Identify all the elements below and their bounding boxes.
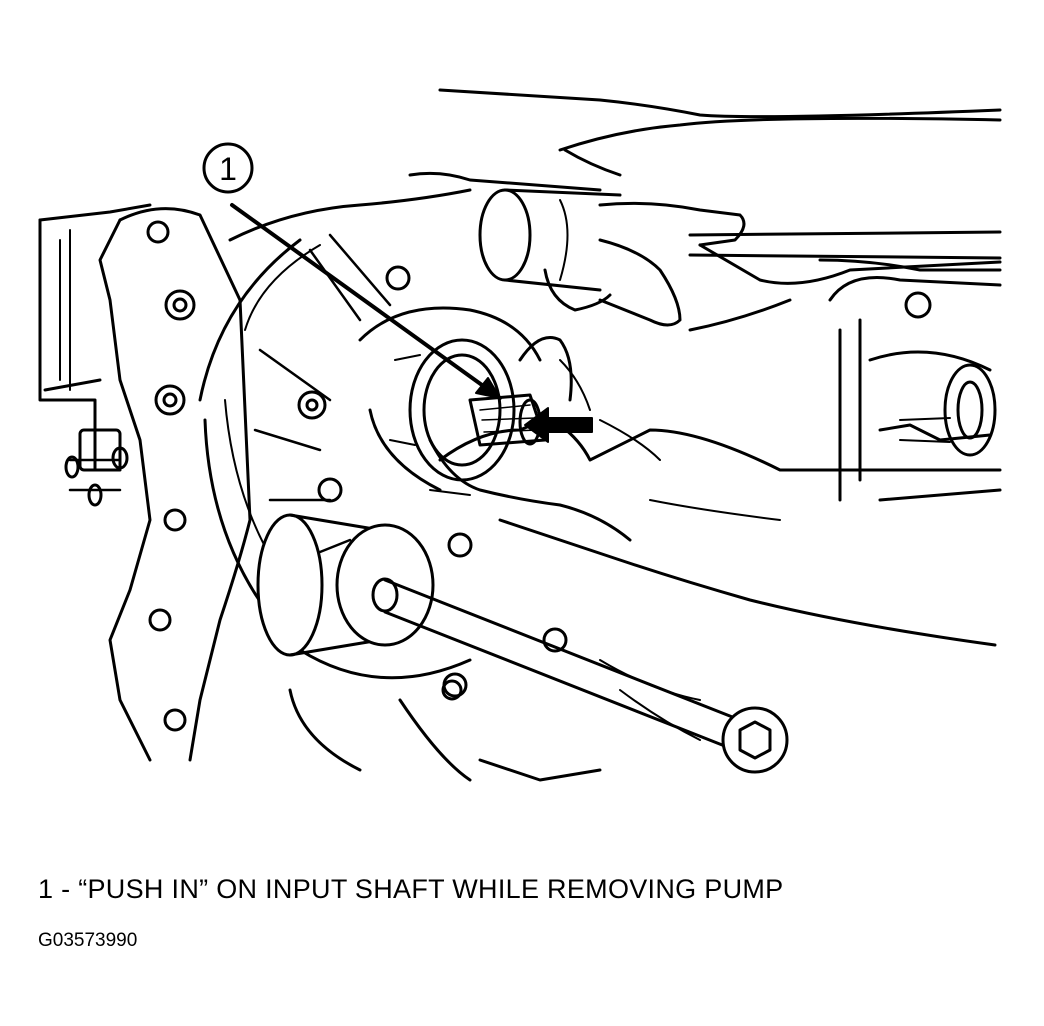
figure-id: G03573990 [38,930,138,951]
transmission-case-right [818,258,1002,502]
callout-number: 1 [219,151,237,187]
figure-caption: 1 - “PUSH IN” ON INPUT SHAFT WHILE REMOV… [38,874,784,904]
housing-lower-area [288,679,701,782]
lower-slide-hammer [256,513,789,774]
callout-arrowhead [475,377,501,399]
oil-pump-housing [198,188,568,698]
upper-slide-hammer [408,171,1002,292]
push-arrow [524,407,593,443]
callout-leader-line [230,203,502,400]
transmission-case-left [38,203,152,507]
callout-1: 1 [202,142,502,400]
upper-hand [438,88,1002,332]
pump-gasket [98,207,252,762]
technical-illustration: 1 [38,88,1002,782]
lower-hand [428,336,1002,647]
